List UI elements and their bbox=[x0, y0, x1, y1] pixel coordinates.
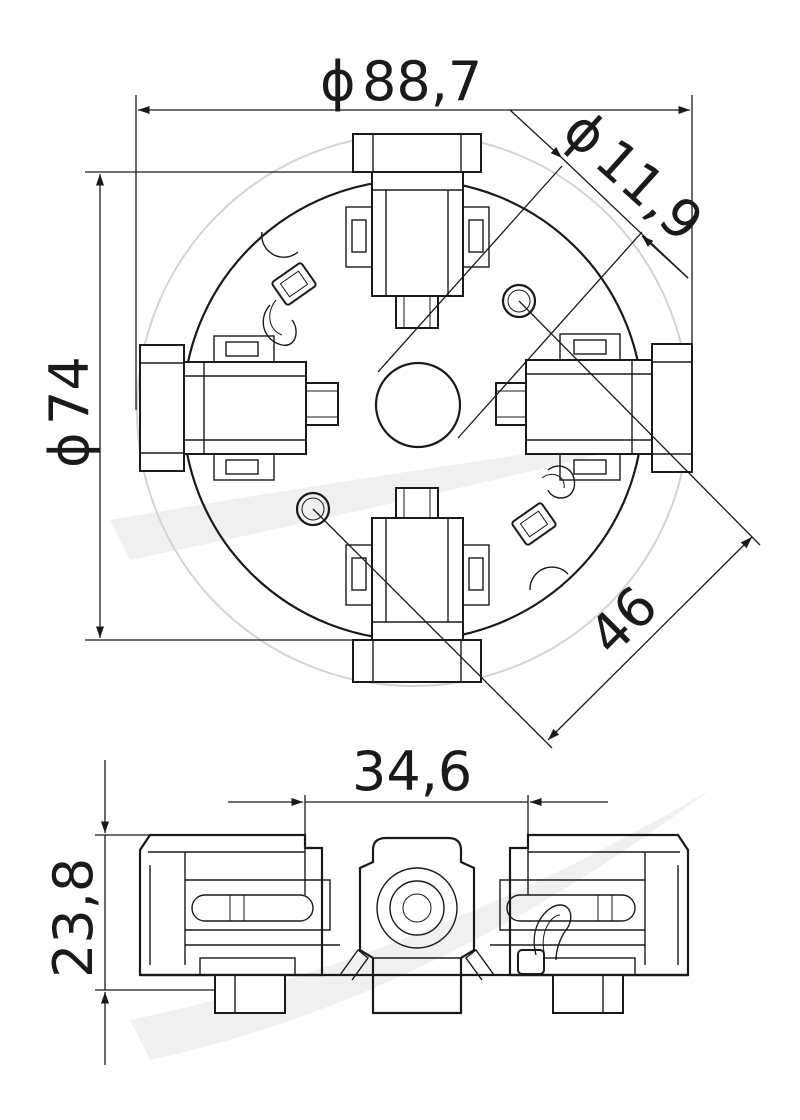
side-view: 34,6 23,8 bbox=[42, 740, 690, 1065]
plate-notch bbox=[261, 231, 299, 258]
dim-hole-diameter-value: 11,9 bbox=[583, 127, 715, 254]
dim-outer-diameter: ϕ 88,7 bbox=[135, 50, 693, 410]
dim-height-value: 23,8 bbox=[42, 858, 105, 978]
dim-outer-diameter-value: 88,7 bbox=[362, 50, 482, 113]
side-spring-clip bbox=[517, 904, 572, 975]
mounting-hole bbox=[501, 283, 537, 319]
brush-holder-right bbox=[495, 333, 693, 481]
dim-outer-diameter-symbol: ϕ bbox=[320, 50, 356, 113]
spring-clip-upper-left bbox=[262, 262, 317, 346]
dim-width: 34,6 bbox=[228, 740, 608, 848]
mounting-hole bbox=[507, 289, 531, 313]
plate-notch bbox=[529, 566, 569, 591]
dim-width-value: 34,6 bbox=[352, 740, 472, 803]
dim-height: 23,8 bbox=[42, 760, 215, 1065]
center-hole bbox=[374, 361, 462, 449]
mounting-hole bbox=[295, 491, 331, 527]
dim-hole-spacing-value: 46 bbox=[577, 574, 670, 667]
mounting-hole bbox=[301, 497, 325, 521]
dim-pcd-diameter-value: 74 bbox=[38, 356, 101, 425]
dim-pcd-diameter-symbol: ϕ bbox=[38, 432, 101, 468]
brush-holder-left bbox=[139, 335, 339, 481]
brush-holder-top bbox=[345, 133, 490, 329]
top-view: ϕ 88,7 ϕ 74 ϕ 11,9 46 bbox=[38, 50, 761, 749]
side-body bbox=[138, 833, 690, 1015]
spring-clip-lower-right bbox=[511, 465, 576, 546]
brush-holder-bottom bbox=[345, 487, 490, 683]
dim-pcd-diameter: ϕ 74 bbox=[38, 171, 410, 641]
